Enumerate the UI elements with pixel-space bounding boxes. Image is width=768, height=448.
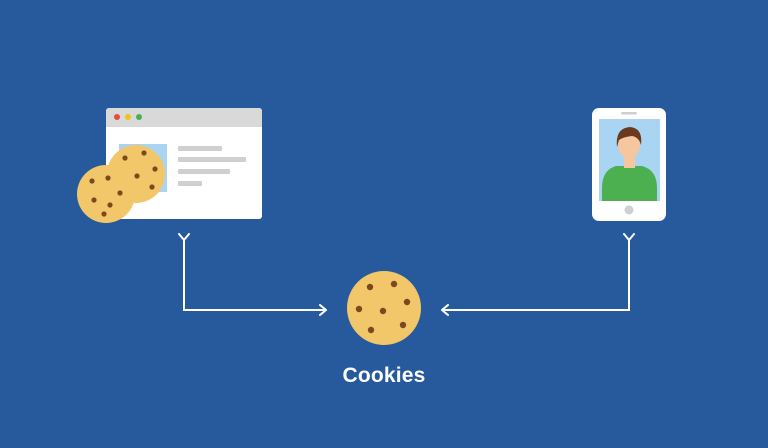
browser-cookie-connector	[178, 233, 327, 316]
text-line	[178, 169, 230, 174]
text-line	[178, 157, 246, 162]
text-line	[178, 146, 222, 151]
cookie-icon	[77, 165, 135, 223]
window-minimize-dot	[125, 114, 131, 120]
diagram-caption: Cookies	[342, 364, 426, 387]
cookie-icon	[347, 271, 421, 345]
window-maximize-dot	[136, 114, 142, 120]
text-line	[178, 181, 202, 186]
window-close-dot	[114, 114, 120, 120]
smartphone-user-icon	[592, 108, 666, 221]
phone-cookie-connector	[441, 233, 635, 316]
